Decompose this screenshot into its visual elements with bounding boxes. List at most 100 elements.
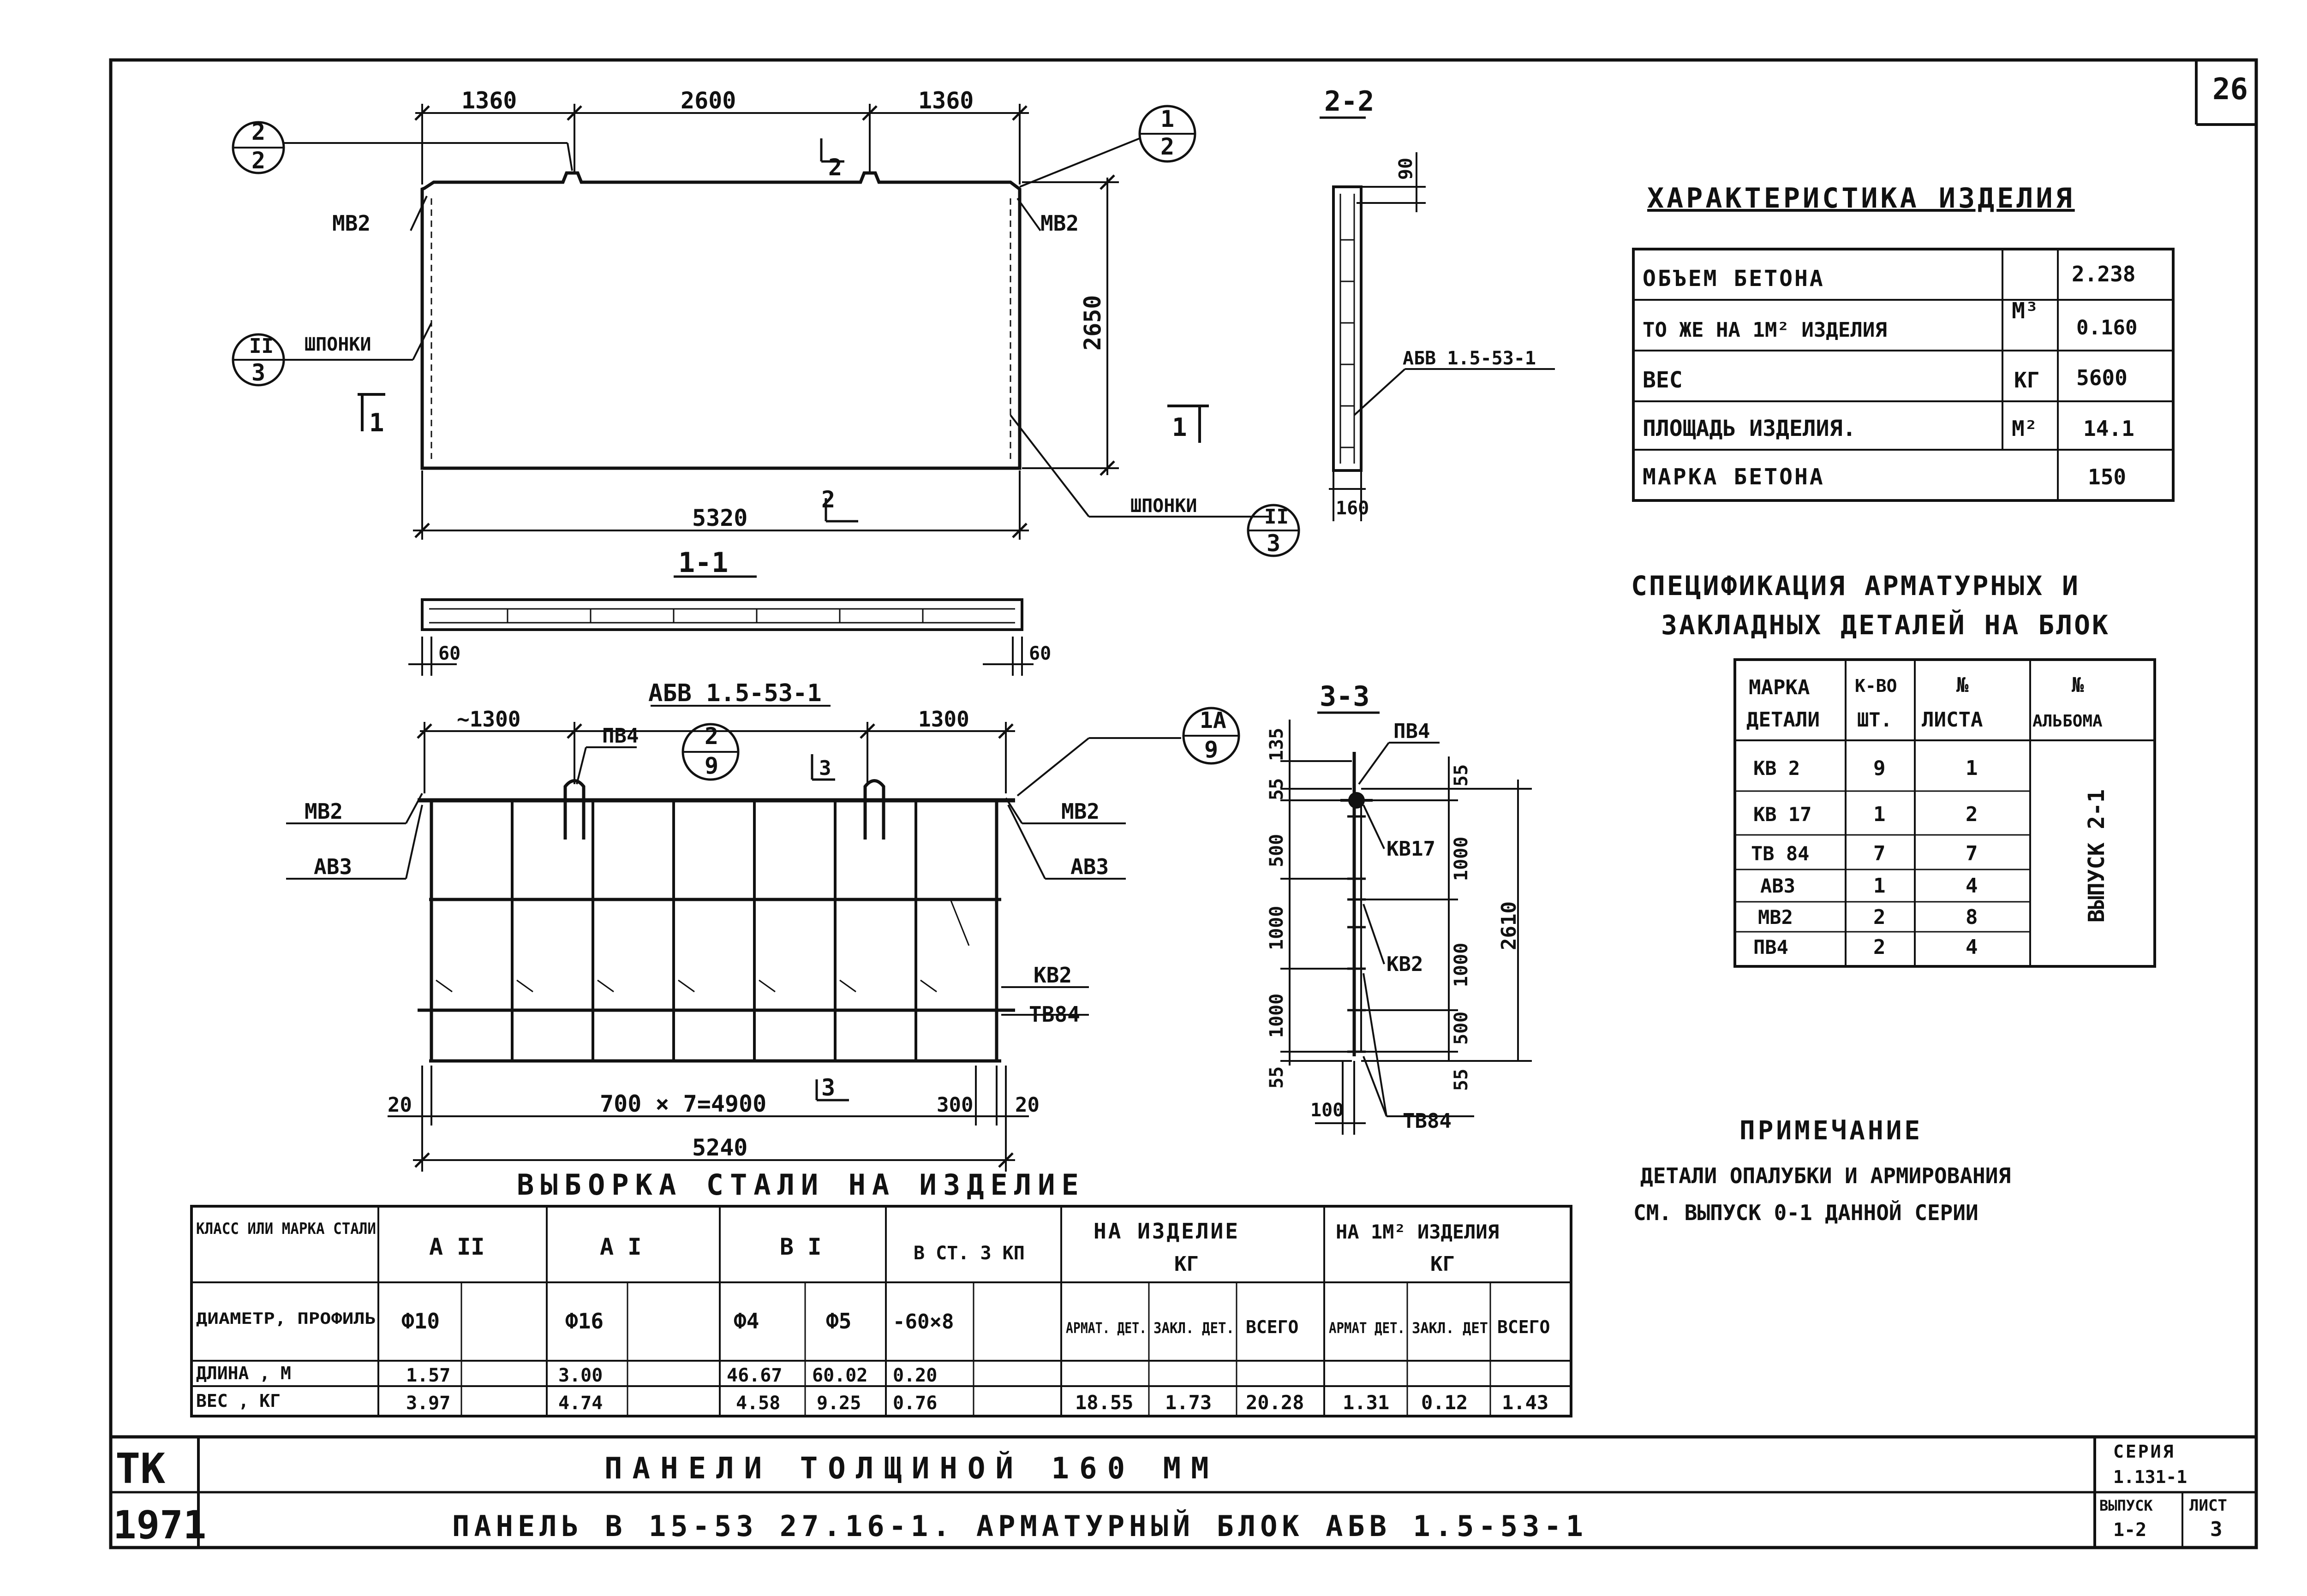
steel-class-2: А I [600,1233,641,1260]
section-3-3-label-kb17: КВ17 [1387,837,1435,861]
characteristics-title: ХАРАКТЕРИСТИКА ИЗДЕЛИЯ [1647,182,2075,214]
note-title: ПРИМЕЧАНИЕ [1739,1116,1923,1146]
plan-cut-1-left: 1 [369,408,384,437]
section-3-3-label-tb84: ТВ84 [1403,1109,1452,1133]
spec-row-1-mark: КВ 2 [1753,757,1800,780]
block-label-pb4: ПВ4 [602,724,639,748]
block-label-tb84: ТВ84 [1029,1002,1080,1027]
specification-table [1733,658,2156,968]
steel-diam-3: Ф4 [734,1309,759,1334]
spec-row-4-mark: АВ3 [1760,875,1795,897]
block-dim-20-right: 20 [1015,1093,1040,1117]
section-3-3-left-dim-5: 1000 [1266,994,1287,1038]
spec-row-2-mark: КВ 17 [1753,803,1811,826]
block-callout-mid-top: 2 [705,723,718,750]
steel-diam-5: -60×8 [893,1310,954,1334]
characteristics-table [1632,248,2175,502]
plan-label-mb2-right: МВ2 [1040,211,1079,236]
block-callout-mid-bottom: 9 [705,752,718,779]
block-dim-300: 300 [937,1093,973,1117]
spec-row-1-qty: 9 [1873,756,1886,780]
section-3-3-right-dim-1: 55 [1451,764,1472,786]
steel-class-4: В СТ. 3 КП [914,1243,1025,1264]
spec-header-sheet-1: № [1956,673,1969,697]
steel-wt-4: 9.25 [817,1393,861,1414]
plan-label-mb2-left: МВ2 [332,211,371,236]
characteristics-row-3-unit: КГ [2014,368,2039,393]
block-dim-total: 5240 [692,1134,747,1161]
steel-total-4: 1.31 [1343,1391,1389,1414]
sheet-frame [109,58,2258,1549]
steel-total-1: 18.55 [1075,1391,1133,1414]
block-dim-20-left: 20 [388,1093,412,1117]
specification-title-line1: СПЕЦИФИКАЦИЯ АРМАТУРНЫХ И [1631,570,2080,601]
characteristics-row-1-label: ОБЪЕМ БЕТОНА [1643,266,1825,292]
steel-row-label-len: ДЛИНА , М [196,1363,291,1383]
steel-per-m2-unit: КГ [1430,1252,1455,1276]
steel-diam-2: Ф16 [565,1309,604,1334]
steel-wt-2: 4.74 [558,1393,603,1414]
steel-class-1: А II [429,1233,484,1260]
section-3-3-right-dim-5: 55 [1451,1069,1472,1091]
characteristics-row-5-value: 150 [2088,465,2126,489]
plan-view [232,104,1300,557]
section-3-3-right-dim-2: 1000 [1451,837,1472,881]
steel-len-4: 60.02 [812,1365,867,1386]
plan-dim-length: 5320 [692,505,747,531]
steel-total-2: 1.73 [1165,1391,1212,1414]
characteristics-shared-unit: М³ [2012,298,2038,324]
plan-cut-2-top: 2 [828,154,842,181]
steel-sub-header-5: ЗАКЛ. ДЕТ [1412,1319,1488,1337]
steel-per-item-title: НА ИЗДЕЛИЕ [1094,1219,1240,1244]
spec-row-6-mark: ПВ4 [1753,936,1788,959]
note-line-1: ДЕТАЛИ ОПАЛУБКИ И АРМИРОВАНИЯ [1640,1163,2011,1188]
plan-callout-right-bottom: 3 [1267,530,1280,557]
section-2-2-title: 2-2 [1324,85,1374,118]
steel-sub-header-4: АРМАТ ДЕТ. [1329,1319,1405,1337]
section-3-3-right-dim-4: 500 [1451,1012,1472,1045]
title-sheet-value: 3 [2210,1518,2223,1541]
steel-row-label-class: КЛАСС ИЛИ МАРКА СТАЛИ [196,1220,376,1238]
spec-row-4-qty: 1 [1873,874,1886,898]
steel-per-m2-title: НА 1М² ИЗДЕЛИЯ [1336,1221,1499,1243]
spec-header-album-1: № [2072,673,2084,697]
title-series-label: СЕРИЯ [2113,1441,2175,1462]
block-label-ab3-right: АВ3 [1070,854,1109,879]
section-3-3-left-dim-6: 55 [1266,1066,1287,1089]
block-callout-right-bottom: 9 [1204,736,1218,763]
steel-wt-3: 4.58 [736,1393,780,1414]
steel-table [190,1205,1572,1417]
block-callout-right-top: 1А [1200,708,1226,733]
plan-dim-height: 2650 [1079,295,1106,351]
block-cut-3-bottom: 3 [821,1074,835,1101]
block-label-ab3-left: АВ3 [314,854,352,879]
section-3-3-title: 3-3 [1320,680,1369,713]
plan-dim-top-1: 1360 [461,87,517,114]
steel-wt-1: 3.97 [406,1393,450,1414]
plan-cut-2-bottom: 2 [821,486,835,513]
section-3-3-left-dim-2: 55 [1266,778,1287,800]
steel-len-1: 1.57 [406,1365,450,1386]
characteristics-row-3-label: ВЕС [1643,367,1683,393]
steel-table-title: ВЫБОРКА СТАЛИ НА ИЗДЕЛИЕ [517,1168,1085,1202]
steel-class-3: В I [780,1233,821,1260]
spec-header-mark-2: ДЕТАЛИ [1746,708,1820,732]
spec-row-6-qty: 2 [1873,935,1886,959]
section-2-2-dim-bottom: 160 [1336,498,1369,519]
section-3-3-label-pb4: ПВ4 [1393,720,1430,743]
steel-total-6: 1.43 [1502,1391,1548,1414]
steel-sub-header-3: ВСЕГО [1246,1317,1298,1337]
block-label-mb2-left: МВ2 [305,799,343,824]
title-sheet-label: ЛИСТ [2189,1496,2227,1515]
block-label-kb2: КВ2 [1034,963,1072,988]
spec-header-qty-1: К-ВО [1855,676,1897,696]
plan-callout-tr-top: 1 [1160,106,1174,132]
spec-row-3-sheet: 7 [1966,842,1978,865]
section-3-3-left-dim-4: 1000 [1266,906,1287,950]
characteristics-row-4-value: 14.1 [2083,416,2134,441]
plan-callout-tl-top: 2 [251,119,265,145]
section-3-3-left-dim-3: 500 [1266,834,1287,867]
block-title: АБВ 1.5-53-1 [648,679,822,707]
characteristics-row-3-value: 5600 [2076,365,2128,390]
spec-row-3-mark: ТВ 84 [1751,842,1809,865]
